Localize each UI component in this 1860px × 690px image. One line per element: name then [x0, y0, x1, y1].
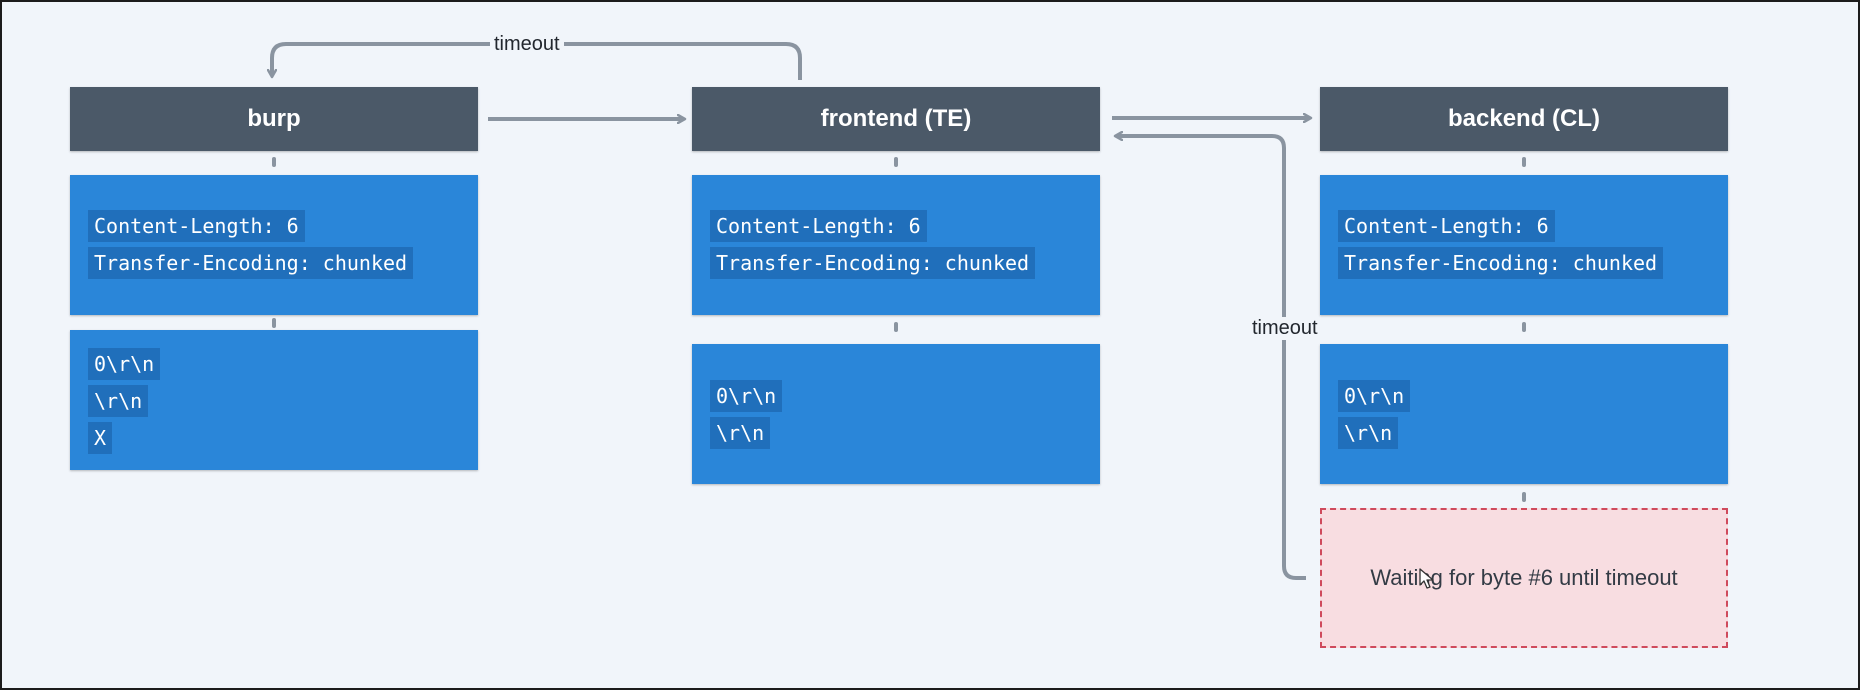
- node-burp: burp: [70, 87, 478, 151]
- content-length-line: Content-Length: 6: [710, 210, 927, 242]
- connector-dot: [1522, 322, 1526, 332]
- connector-dot: [1522, 492, 1526, 502]
- node-frontend: frontend (TE): [692, 87, 1100, 151]
- frontend-headers-box: Content-Length: 6 Transfer-Encoding: chu…: [692, 175, 1100, 315]
- transfer-encoding-line: Transfer-Encoding: chunked: [710, 247, 1036, 279]
- burp-headers-box: Content-Length: 6 Transfer-Encoding: chu…: [70, 175, 478, 315]
- body-line: X: [88, 422, 113, 454]
- timeout-arrow-side: [1116, 136, 1306, 580]
- backend-headers-box: Content-Length: 6 Transfer-Encoding: chu…: [1320, 175, 1728, 315]
- connector-dot: [894, 157, 898, 167]
- waiting-text: Waiting for byte #6 until timeout: [1370, 565, 1678, 590]
- node-burp-label: burp: [247, 105, 301, 132]
- timeout-label-top: timeout: [490, 33, 564, 56]
- connector-dot: [272, 157, 276, 167]
- transfer-encoding-line: Transfer-Encoding: chunked: [88, 247, 414, 279]
- waiting-box: Waiting for byte #6 until timeout: [1320, 508, 1728, 648]
- connector-dot: [1522, 157, 1526, 167]
- node-frontend-label: frontend (TE): [820, 105, 972, 132]
- connector-dot: [894, 322, 898, 332]
- node-backend-label: backend (CL): [1447, 105, 1600, 132]
- node-backend: backend (CL): [1320, 87, 1728, 151]
- connector-dot: [272, 318, 276, 328]
- body-line: 0\r\n: [1338, 380, 1411, 412]
- content-length-line: Content-Length: 6: [88, 210, 305, 242]
- transfer-encoding-line: Transfer-Encoding: chunked: [1338, 247, 1664, 279]
- content-length-line: Content-Length: 6: [1338, 210, 1555, 242]
- burp-body-box: 0\r\n \r\n X: [70, 330, 478, 470]
- body-line: \r\n: [1338, 417, 1399, 449]
- frontend-body-box: 0\r\n \r\n: [692, 344, 1100, 484]
- backend-body-box: 0\r\n \r\n: [1320, 344, 1728, 484]
- body-line: 0\r\n: [710, 380, 783, 412]
- timeout-label-side: timeout: [1248, 317, 1322, 340]
- body-line: \r\n: [88, 385, 149, 417]
- body-line: 0\r\n: [88, 348, 161, 380]
- body-line: \r\n: [710, 417, 771, 449]
- mouse-cursor-icon: [1419, 568, 1434, 589]
